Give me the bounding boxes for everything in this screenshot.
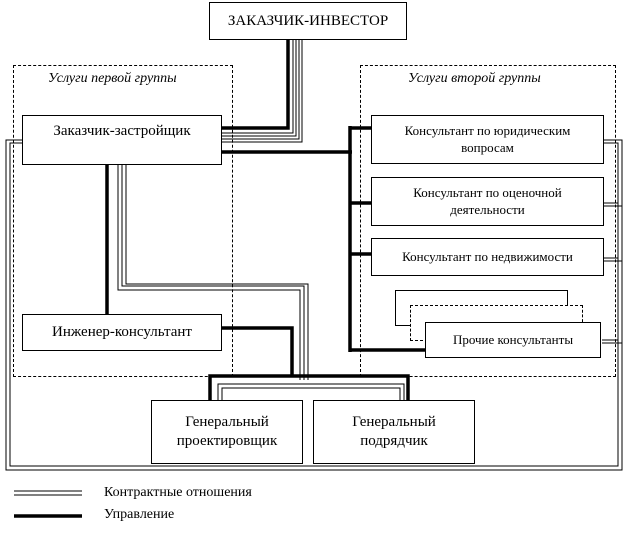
management-line-investor-developer [222,40,290,130]
general-contractor-label: Генеральный подрядчик [352,414,436,449]
group-second-services [360,65,616,377]
legal-consultant-label: Консультант по юридическим вопросам [404,123,571,155]
developer-box: Заказчик-застройщик [22,115,222,165]
investor-box: ЗАКАЗЧИК-ИНВЕСТОР [209,2,407,40]
group-first-services [13,65,233,377]
legend-contract-label: Контрактные отношения [104,485,252,500]
legal-consultant-box: Консультант по юридическим вопросам [371,115,604,164]
realty-consultant-label: Консультант по недвижимости [402,248,573,264]
investor-label: ЗАКАЗЧИК-ИНВЕСТОР [227,12,389,29]
group-second-title: Услуги второй группы [408,71,541,86]
valuation-consultant-box: Консультант по оценочной деятельности [371,177,604,226]
engineer-box: Инженер-консультант [22,314,222,351]
realty-consultant-box: Консультант по недвижимости [371,238,604,276]
management-line-engineer-generals [222,326,294,376]
general-designer-box: Генеральный проектировщик [151,400,303,464]
engineer-label: Инженер-консультант [52,324,192,341]
other-consultants-box: Прочие консультанты [425,322,601,358]
general-designer-label: Генеральный проектировщик [176,414,278,449]
developer-label: Заказчик-застройщик [53,123,191,139]
group-first-title: Услуги первой группы [48,71,177,86]
contract-line-outer-loop [5,139,623,471]
general-contractor-box: Генеральный подрядчик [313,400,475,464]
contract-line-developer-generals [117,165,301,380]
contract-line-investor-developer [222,40,294,134]
other-consultants-label: Прочие консультанты [452,331,574,347]
legend-management-label: Управление [104,507,175,522]
valuation-consultant-label: Консультант по оценочной деятельности [413,185,562,217]
